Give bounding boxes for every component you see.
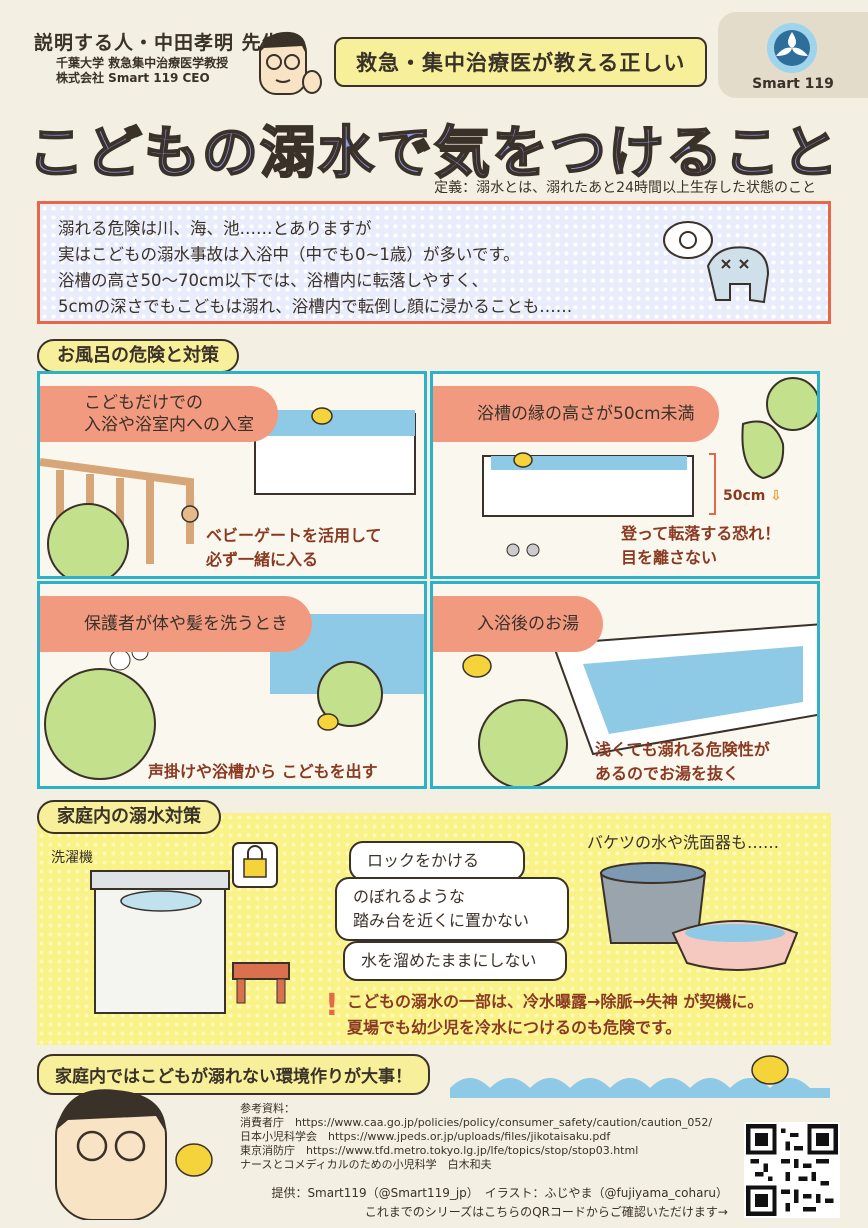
ref-book: ナースとコメディカルのための小児科学 白木和夫: [240, 1158, 492, 1171]
panel-4-tag-line-1: 入浴後のお湯: [477, 614, 579, 634]
smart119-logo-icon: [767, 23, 817, 73]
panel-1-message: ベビーゲートを活用して必ず一緒に入る: [206, 524, 382, 572]
panel-3-tag: 保護者が体や髪を洗うとき: [40, 596, 312, 652]
author-block: 説明する人・中田孝明 先生 千葉大学 救急集中治療医学教授 株式会社 Smart…: [34, 32, 282, 86]
intro-text: 溺れる危険は川、海、池……とありますが 実はこどもの溺水事故は入浴中（中でも0~…: [58, 216, 572, 320]
cold-water-warning: ! こどもの溺水の一部は、冷水曝露→除脈→失神 が契機に。 夏場でも幼少児を冷水…: [325, 989, 764, 1041]
panel-4-message: 浅くても溺れる危険性があるのでお湯を抜く: [595, 738, 770, 786]
intro-line-2: 実はこどもの溺水事故は入浴中（中でも0~1歳）が多いです。: [58, 245, 520, 264]
bubble-no-stored-water: 水を溜めたままにしない: [343, 941, 567, 981]
bubble-lock: ロックをかける: [349, 841, 525, 881]
panel-2-msg-line-2: 目を離さない: [621, 548, 718, 567]
author-affiliation: 千葉大学 救急集中治療医学教授: [56, 55, 229, 70]
panel-4-tag: 入浴後のお湯: [433, 596, 603, 652]
warning-line-1: こどもの溺水の一部は、冷水曝露→除脈→失神 が契機に。: [347, 992, 764, 1011]
author-company: 株式会社 Smart 119 CEO: [56, 70, 210, 85]
page-title: こどもの溺水で気をつけること: [27, 120, 840, 187]
panel-4-msg-line-2: あるのでお湯を抜く: [595, 764, 740, 783]
intro-box: 溺れる危険は川、海、池……とありますが 実はこどもの溺水事故は入浴中（中でも0~…: [37, 201, 831, 324]
height-measure-label: 50cm ⇩: [723, 488, 782, 504]
drain-water-illustration: [462, 623, 817, 786]
panel-1-msg-line-2: 必ず一緒に入る: [206, 550, 319, 569]
panel-3-message: 声掛けや浴槽から こどもを出す: [148, 762, 378, 781]
intro-line-4: 5cmの深さでもこどもは溺れ、浴槽内で転倒し顔に浸かることも……: [58, 297, 573, 316]
home-section: 洗濯機 バケツの水や洗面器も…… ロックをかける のぼれるような踏み台を近くに置…: [37, 813, 831, 1045]
panel-2-tag-line-1: 浴槽の縁の高さが50cm未満: [477, 404, 695, 424]
baby-gate-illustration: [40, 407, 416, 576]
home-illustration: [90, 842, 799, 1014]
doctor-thumbs-up-illustration: [55, 1089, 213, 1220]
doctor-face-illustration: [259, 31, 322, 95]
panel-1-tag-line-2: 入浴や浴室内への入室: [84, 415, 254, 435]
references: 参考資料： 消費者庁 https://www.caa.go.jp/policie…: [240, 1102, 712, 1172]
ref-jpeds: 日本小児科学会 https://www.jpeds.or.jp/uploads/…: [240, 1130, 611, 1143]
washer-label: 洗濯機: [51, 850, 93, 866]
bucket-label: バケツの水や洗面器も……: [587, 833, 780, 852]
panel-2-msg-line-1: 登って転落する恐れ！: [621, 524, 781, 543]
subtitle-banner: 救急・集中治療医が教える正しい: [334, 37, 708, 87]
bubble-step-stool-line-1: のぼれるような: [353, 887, 466, 906]
logo-tab: Smart 119: [718, 12, 868, 98]
warning-line-2: 夏場でも幼少児を冷水につけるのも危険です。: [347, 1018, 682, 1037]
author-name: 説明する人・中田孝明 先生: [34, 32, 282, 54]
low-bathtub-illustration: [482, 377, 817, 557]
qr-code[interactable]: [744, 1122, 840, 1218]
home-section-label: 家庭内の溺水対策: [37, 800, 221, 834]
arrow-down-icon: ⇩: [770, 488, 782, 504]
height-measure-value: 50cm: [723, 488, 766, 504]
panel-2-message: 登って転落する恐れ！ 目を離さない: [621, 522, 780, 570]
logo-text: Smart 119: [752, 76, 834, 92]
bath-panel-3: ! 保護者が体や髪を洗うとき 声掛けや浴槽から こどもを出す: [37, 581, 427, 789]
ref-tfd: 東京消防庁 https://www.tfd.metro.tokyo.lg.jp/…: [240, 1144, 639, 1157]
bath-panel-2: ! 浴槽の縁の高さが50cm未満 50cm ⇩ 登って転落する恐れ！目を離さない: [430, 371, 820, 579]
water-wave-illustration: [450, 1055, 830, 1098]
panel-1-tag: こどもだけでの入浴や浴室内への入室: [40, 386, 278, 442]
bath-section-label: お風呂の危険と対策: [37, 339, 239, 373]
panel-1-tag-line-1: こどもだけでの: [84, 393, 203, 413]
fallen-child-illustration: [663, 221, 770, 304]
refs-title: 参考資料：: [240, 1102, 295, 1115]
credit-line: 提供：Smart119（@Smart119_jp） イラスト：ふじやま（@fuj…: [271, 1186, 728, 1200]
panel-1-msg-line-1: ベビーゲートを活用して: [206, 526, 382, 545]
intro-line-1: 溺れる危険は川、海、池……とありますが: [58, 219, 372, 238]
qr-note: これまでのシリーズはこちらのQRコードからご確認いただけます→: [364, 1205, 728, 1219]
panel-2-tag: 浴槽の縁の高さが50cm未満: [433, 386, 719, 442]
panel-4-msg-line-1: 浅くても溺れる危険性が: [595, 740, 770, 759]
bubble-step-stool-line-2: 踏み台を近くに置かない: [353, 911, 530, 930]
warning-exclamation-icon: !: [325, 988, 339, 1023]
panel-3-tag-line-1: 保護者が体や髪を洗うとき: [84, 614, 288, 634]
bubble-step-stool: のぼれるような踏み台を近くに置かない: [335, 877, 569, 941]
parent-washing-illustration: [44, 614, 424, 780]
intro-line-3: 浴槽の高さ50～70cm以下では、浴槽内に転落しやすく、: [58, 271, 488, 290]
footer-message: 家庭内ではこどもが溺れない環境作りが大事！: [37, 1054, 430, 1095]
definition-text: 定義：溺水とは、溺れたあと24時間以上生存した状態のこと: [434, 180, 816, 196]
ref-caa: 消費者庁 https://www.caa.go.jp/policies/poli…: [240, 1116, 713, 1129]
